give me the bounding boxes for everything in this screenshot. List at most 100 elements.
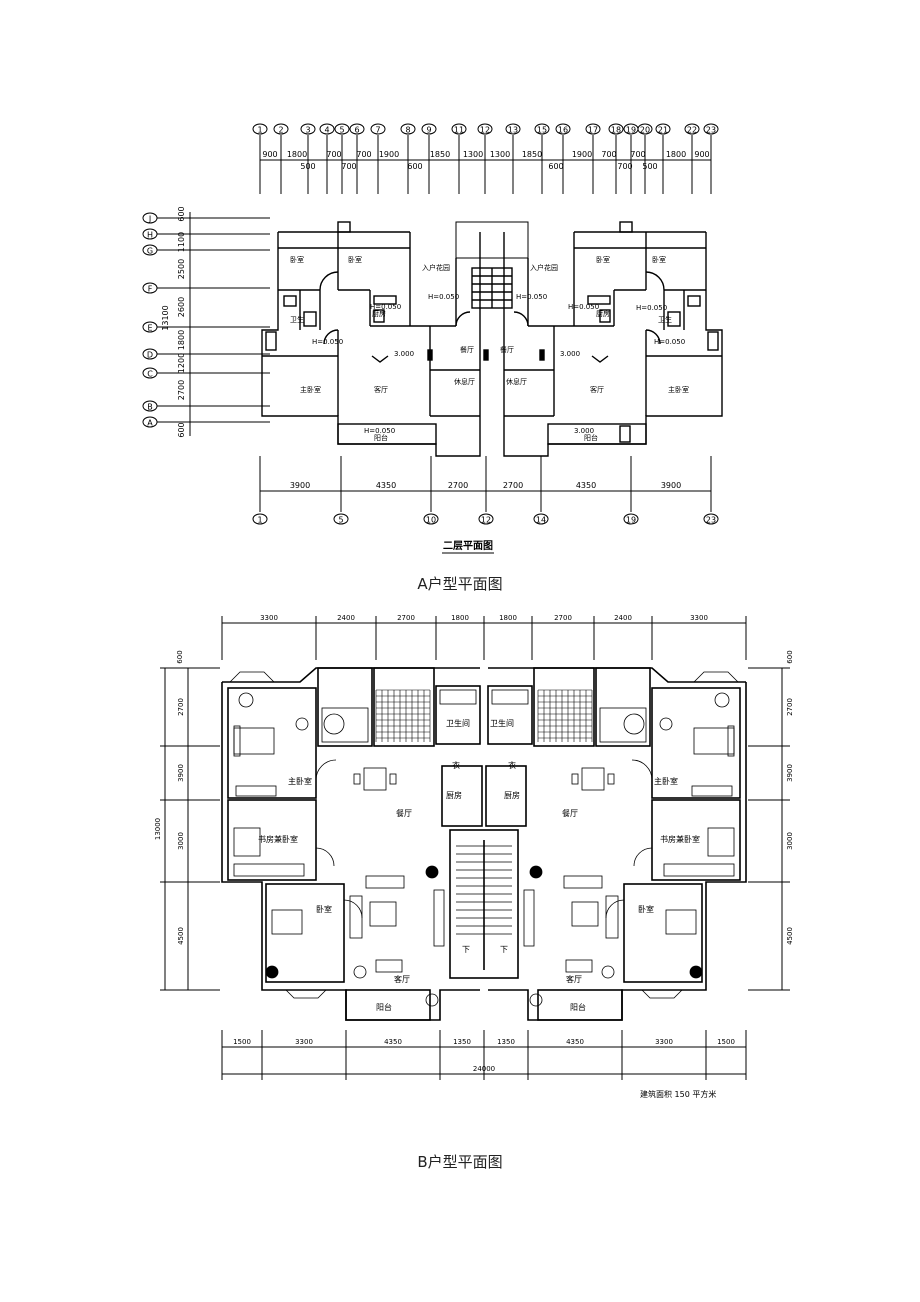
level-mark: 3.000 bbox=[574, 427, 594, 435]
dimension-label: 3300 bbox=[690, 614, 708, 622]
dimension-label: 700 bbox=[630, 150, 645, 159]
room-label: 衣 bbox=[452, 760, 460, 770]
level-mark: H=0.050 bbox=[428, 293, 459, 301]
axis-label: 15 bbox=[537, 126, 547, 135]
axis-label: 1 bbox=[257, 126, 262, 135]
room-label: 书房兼卧室 bbox=[660, 834, 700, 844]
room-label: 卫生 bbox=[658, 315, 672, 324]
stair-label: 下 bbox=[462, 945, 470, 954]
axis-label: 19 bbox=[626, 516, 636, 525]
level-mark: H=0.050 bbox=[312, 338, 343, 346]
axis-bubble bbox=[684, 123, 700, 135]
dimension-label: 3300 bbox=[295, 1038, 313, 1046]
dimension-label: 4350 bbox=[376, 481, 396, 490]
axis-bubble bbox=[334, 123, 350, 135]
dimension-label: 600 bbox=[177, 422, 186, 437]
level-mark: 3.000 bbox=[560, 350, 580, 358]
room-label: 阳台 bbox=[584, 433, 598, 442]
dimension-label: 600 bbox=[786, 650, 794, 663]
axis-bubble bbox=[637, 123, 653, 135]
axis-label: 10 bbox=[426, 516, 436, 525]
plan-b-tiles bbox=[375, 689, 593, 742]
room-label: 卧室 bbox=[638, 904, 654, 914]
dimension-label: 1800 bbox=[499, 614, 517, 622]
dimension-label: 3900 bbox=[786, 764, 794, 782]
axis-bubble bbox=[400, 123, 416, 135]
dimension-label: 900 bbox=[262, 150, 277, 159]
dimension-label: 1100 bbox=[177, 232, 186, 252]
level-mark: H=0.050 bbox=[370, 303, 401, 311]
axis-label: 12 bbox=[481, 516, 491, 525]
axis-bubble bbox=[655, 123, 671, 135]
room-label: 厨房 bbox=[446, 790, 462, 800]
plan-a-top-axis-lines bbox=[259, 135, 712, 194]
axis-label: 17 bbox=[588, 126, 598, 135]
axis-label: 21 bbox=[658, 126, 668, 135]
dimension-label: 3900 bbox=[661, 481, 681, 490]
axis-label: 19 bbox=[626, 126, 636, 135]
room-label: 阳台 bbox=[376, 1002, 392, 1012]
room-label: 卫生间 bbox=[446, 718, 470, 728]
axis-bubble bbox=[333, 513, 349, 525]
dimension-label: 1800 bbox=[666, 150, 686, 159]
dimension-label: 1800 bbox=[177, 330, 186, 350]
room-label: 餐厅 bbox=[562, 809, 578, 818]
axis-label: E bbox=[147, 324, 152, 333]
dimension-label: 2700 bbox=[177, 698, 185, 716]
plan-b-furniture bbox=[229, 671, 739, 1007]
level-mark: H=0.050 bbox=[364, 427, 395, 435]
axis-bubble bbox=[555, 123, 571, 135]
axis-label: B bbox=[147, 403, 153, 412]
axis-bubble bbox=[252, 123, 268, 135]
dimension-label: 2400 bbox=[614, 614, 632, 622]
dimension-label: 3300 bbox=[655, 1038, 673, 1046]
dimension-label: 1350 bbox=[497, 1038, 515, 1046]
dimension-label: 4350 bbox=[576, 481, 596, 490]
axis-bubble bbox=[623, 513, 639, 525]
room-label: 休息厅 bbox=[454, 377, 475, 386]
dimension-label: 700 bbox=[617, 162, 632, 171]
dimension-label: 2700 bbox=[786, 698, 794, 716]
axis-bubble bbox=[252, 513, 268, 525]
level-mark: H=0.050 bbox=[654, 338, 685, 346]
dimension-label: 1300 bbox=[463, 150, 483, 159]
axis-label: 5 bbox=[338, 516, 343, 525]
dimension-label: 2600 bbox=[177, 297, 186, 317]
room-label: 阳台 bbox=[570, 1002, 586, 1012]
dimension-label: 4500 bbox=[177, 927, 185, 945]
level-mark: H=0.050 bbox=[568, 303, 599, 311]
plan-b-room-labels: 主卧室 主卧室 书房兼卧室 书房兼卧室 卧室 卧室 餐厅 餐厅 客厅 客厅 卫生… bbox=[258, 718, 700, 1012]
axis-label: 13 bbox=[508, 126, 518, 135]
axis-label: 12 bbox=[480, 126, 490, 135]
room-label: 主卧室 bbox=[300, 385, 321, 394]
dimension-label: 3300 bbox=[260, 614, 278, 622]
room-label: 入户花园 bbox=[422, 263, 450, 272]
dimension-label: 600 bbox=[407, 162, 422, 171]
dimension-label: 2700 bbox=[554, 614, 572, 622]
stair-label: 下 bbox=[500, 945, 508, 954]
dimension-label: 4350 bbox=[566, 1038, 584, 1046]
plan-b-stair bbox=[456, 845, 512, 935]
dimension-label: 2400 bbox=[337, 614, 355, 622]
dimension-label: 1200 bbox=[177, 353, 186, 373]
dimension-label: 2700 bbox=[503, 481, 523, 490]
dimension-label: 1850 bbox=[430, 150, 450, 159]
axis-label: J bbox=[148, 215, 151, 224]
axis-label: 4 bbox=[324, 126, 329, 135]
axis-label: 11 bbox=[454, 126, 464, 135]
axis-bubble bbox=[421, 123, 437, 135]
dimension-label: 1350 bbox=[453, 1038, 471, 1046]
axis-bubble bbox=[273, 123, 289, 135]
axis-bubble bbox=[349, 123, 365, 135]
dimension-label: 600 bbox=[176, 650, 184, 663]
axis-bubble bbox=[451, 123, 467, 135]
